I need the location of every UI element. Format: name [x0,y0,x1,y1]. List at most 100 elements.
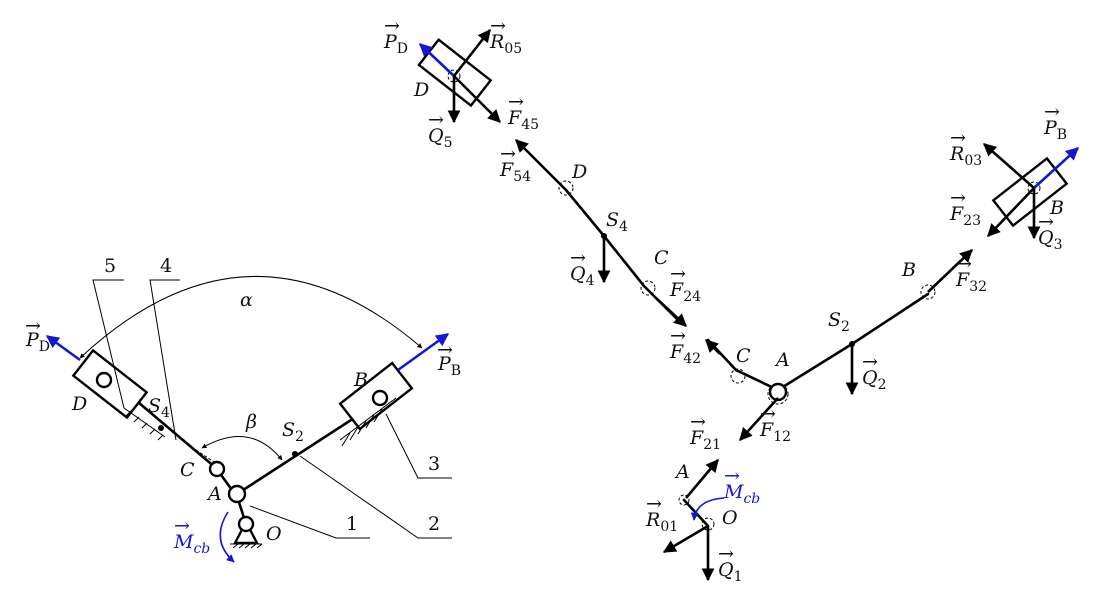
joint-d [95,371,113,389]
label-r03: R03 [949,143,982,169]
callout-4: 4 [160,255,172,277]
force-f21 [685,459,719,499]
svg-text:→: → [670,325,686,347]
callout-1: 1 [346,513,358,535]
svg-text:→: → [950,127,966,149]
svg-text:→: → [646,493,662,515]
label-a-low: A [674,461,690,483]
label-r01: R01 [645,509,678,535]
label-c-lower: C [736,345,751,367]
svg-text:→: → [1044,101,1060,123]
point-s4 [158,425,164,431]
svg-text:→: → [690,411,706,433]
force-pd-right [419,43,455,77]
label-f32: F32 [955,269,987,295]
joint-o [237,515,255,533]
force-f42 [705,339,721,355]
angle-alpha-arc [79,275,423,359]
svg-text:→: → [862,351,878,373]
label-c-left: C [180,459,195,481]
force-f23 [987,187,1035,237]
label-f21: F21 [689,427,721,453]
svg-text:→: → [950,187,966,209]
force-f12 [739,397,779,441]
moment-mcb-right [690,497,725,521]
label-beta: β [245,411,257,433]
label-f23: F23 [949,203,981,229]
label-s4-left: S4 [148,395,170,421]
svg-text:→: → [500,143,516,165]
force-pb-right [1033,147,1079,189]
label-s2-left: S2 [282,419,304,445]
svg-text:→: → [670,263,686,285]
svg-text:→: → [490,15,506,37]
label-f12: F12 [759,419,791,445]
label-pd-left: PD [25,329,50,355]
svg-text:→: → [1038,211,1054,233]
label-mcb-left: Mcb [173,531,210,557]
label-a-left: A [206,483,222,505]
force-pd-left [45,334,81,362]
label-d-mid: D [571,161,587,183]
label-o-right: O [722,507,738,529]
label-f42: F42 [669,341,701,367]
label-r05: R05 [489,31,522,57]
force-pb-left [397,332,450,372]
force-r01 [662,524,709,554]
svg-text:→: → [428,109,444,131]
label-d-left: D [71,393,87,415]
label-b-left: B [353,369,368,391]
label-b-mid: B [901,259,916,281]
label-q1: Q1 [718,559,743,585]
label-pb-right: PB [1043,117,1067,143]
label-pd-right: PD [383,31,408,57]
joint-c [208,460,226,478]
svg-text:→: → [570,247,586,269]
label-q2: Q2 [862,367,887,393]
force-f54 [515,139,567,191]
free-body-diagram: PD → R05 → D Q5 → F45 → F54 → D S4 Q4 → … [383,15,1079,585]
svg-text:→: → [956,253,972,275]
svg-text:→: → [508,91,524,113]
svg-text:→: → [384,15,400,37]
guide-b [339,397,397,447]
ground-support-o [230,519,263,549]
callout-5: 5 [104,255,116,277]
label-alpha: α [240,289,253,311]
angle-beta-arc [201,435,283,461]
svg-text:→: → [437,339,453,361]
joint-a [227,484,247,504]
label-q4: Q4 [570,263,595,289]
svg-text:→: → [25,315,41,337]
fbd-link-2 [706,292,930,392]
label-pb-left: PB [437,353,461,379]
label-o-left: O [266,523,282,545]
label-f45: F45 [507,107,539,133]
label-s4-right: S4 [606,209,628,235]
callout-leaders [92,279,452,539]
label-b-right: B [1049,197,1064,219]
moment-mcb-left [219,511,235,563]
joint-b [371,389,389,407]
force-f32 [927,249,973,293]
label-q3: Q3 [1038,227,1063,253]
svg-text:→: → [174,515,190,537]
force-r05 [452,28,492,77]
label-q5: Q5 [428,125,453,151]
callout-3: 3 [428,453,440,475]
svg-text:→: → [760,403,776,425]
svg-text:→: → [724,465,740,487]
callout-2: 2 [428,513,440,535]
force-r03 [983,143,1035,189]
label-f24: F24 [669,279,701,305]
guide-d [123,407,166,441]
label-a-mid: A [774,349,790,371]
force-f45 [453,75,501,123]
point-s2 [292,451,298,457]
left-mechanism: PD → PB → D S4 C A O S2 B α β Mcb → 5 4 … [25,255,461,563]
label-mcb-right: Mcb [723,481,760,507]
label-f54: F54 [499,159,531,185]
svg-text:→: → [718,543,734,565]
